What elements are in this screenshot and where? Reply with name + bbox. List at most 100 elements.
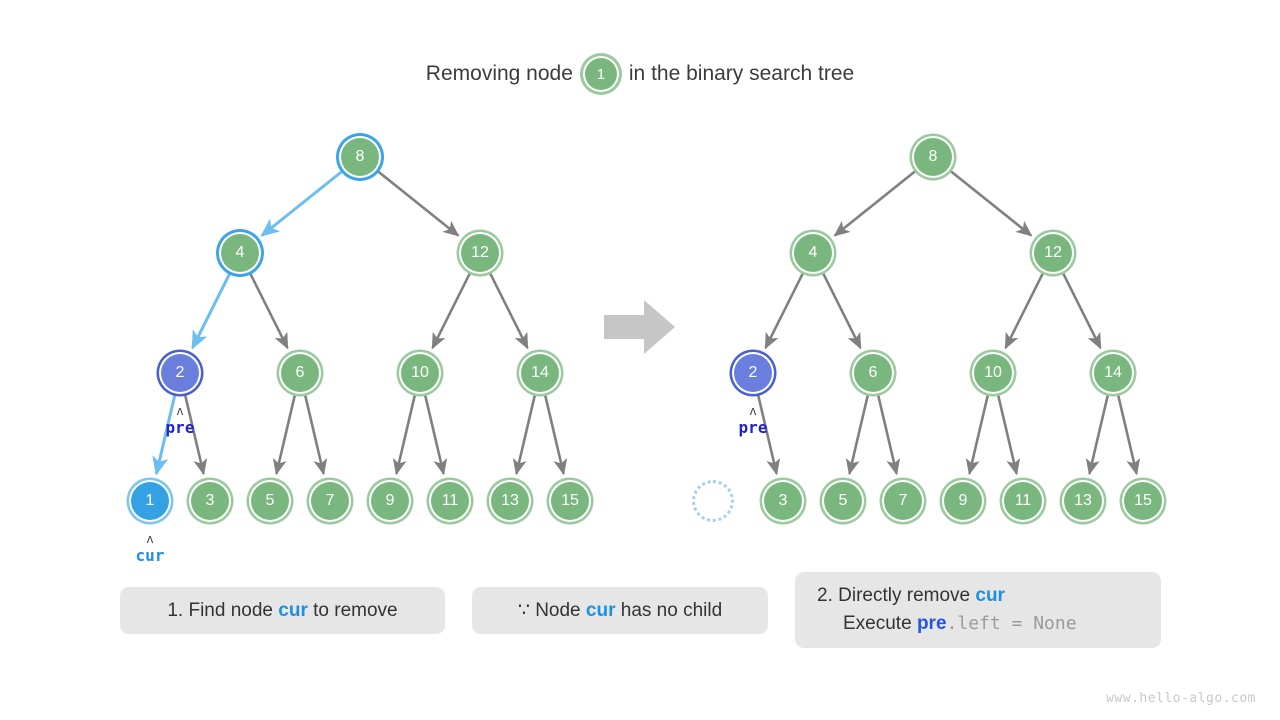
tree-node-15: 15 [549,480,591,522]
tree-edge [191,272,232,350]
node-value: 14 [531,364,549,381]
tree-edge [272,395,297,476]
node-value: 6 [868,364,878,381]
node-value: 14 [1104,364,1122,381]
caret-up-icon: ʌ [749,403,757,418]
tree-node-4: 4 [219,232,261,274]
tree-node-9: 9 [942,480,984,522]
tree-edge [845,395,870,476]
tree-edge [431,272,471,350]
caption-2-text: ∵ Node cur has no child [517,600,723,621]
tree-edge [764,272,804,350]
title-text-before: Removing node [425,62,573,85]
tree-edge [996,395,1021,476]
pointer-text: pre [738,418,768,437]
tree-node-8: 8 [339,136,381,178]
tree-edge [392,395,417,476]
tree-node-6: 6 [279,352,321,394]
node-value: 4 [235,244,245,261]
node-value: 9 [958,492,968,509]
node-value: 13 [501,492,519,509]
tree-node-3: 3 [762,480,804,522]
node-value: 5 [265,492,275,509]
tree-edge [489,272,529,350]
tree-edge [260,170,343,237]
tree-node-3: 3 [189,480,231,522]
tree-edge [249,272,289,350]
node-value: 10 [984,364,1002,381]
node-value: 12 [1044,244,1062,261]
tree-node-14: 14 [519,352,561,394]
caption-step-1: 1. Find node cur to remove [120,587,445,634]
tree-node-5: 5 [822,480,864,522]
pointer-text: cur [135,546,165,565]
node-value: 13 [1074,492,1092,509]
tree-edge [512,395,537,476]
tree-edge [965,395,990,476]
node-value: 7 [898,492,908,509]
tree-node-12: 12 [459,232,501,274]
tree-edge [423,395,448,476]
tree-node-7: 7 [309,480,351,522]
node-value: 3 [778,492,788,509]
tree-node-11: 11 [429,480,471,522]
tree-node-4: 4 [792,232,834,274]
keyword-pre: pre [916,613,947,634]
tree-edge [303,395,328,476]
tree-edge [822,272,862,350]
keyword-cur: cur [278,599,308,621]
keyword-cur: cur [585,600,616,621]
node-value: 6 [295,364,305,381]
watermark: www.hello-algo.com [1106,691,1256,706]
node-value: 5 [838,492,848,509]
node-value: 2 [175,364,185,381]
pointer-text: pre [165,418,195,437]
node-value: 11 [1014,492,1032,509]
node-value: 2 [748,364,758,381]
tree-node-8: 8 [912,136,954,178]
tree-node-15: 15 [1122,480,1164,522]
tree-edge [876,395,901,476]
tree-edge [1085,395,1110,476]
node-value: 11 [441,492,459,509]
tree-edge [833,170,916,237]
tree-edge [543,395,568,476]
tree-node-5: 5 [249,480,291,522]
tree-edge [377,170,460,237]
tree-node-7: 7 [882,480,924,522]
tree-edge [1062,272,1102,350]
node-value: 15 [561,492,579,509]
tree-node-9: 9 [369,480,411,522]
tree-node-1: 1 [129,480,171,522]
caption-step-2: 2. Directly remove cur Execute pre.left … [795,572,1161,648]
tree-node-6: 6 [852,352,894,394]
node-value: 1 [145,492,155,509]
tree-node-13: 13 [489,480,531,522]
caption-reason: ∵ Node cur has no child [472,587,768,634]
right-block-arrow-icon [604,300,675,354]
node-value: 8 [355,148,365,165]
tree-node-13: 13 [1062,480,1104,522]
node-value: 7 [325,492,335,509]
keyword-cur: cur [975,585,1005,606]
code-expression: .left = None [946,613,1077,634]
tree-edge [1004,272,1044,350]
tree-node-10: 10 [972,352,1014,394]
tree-edge [1116,395,1141,476]
node-value: 12 [471,244,489,261]
node-value: 9 [385,492,395,509]
title-text-after: in the binary search tree [628,62,855,85]
title-node-badge: 1 [582,56,619,92]
node-value: 15 [1134,492,1152,509]
tree-node-12: 12 [1032,232,1074,274]
caption-3-line-2: Execute pre.left = None [843,613,1077,634]
node-value: 10 [411,364,429,381]
tree-node-2: 2 [159,352,201,394]
node-value: 4 [808,244,818,261]
caption-1-text: 1. Find node cur to remove [167,599,398,621]
tree-node-14: 14 [1092,352,1134,394]
